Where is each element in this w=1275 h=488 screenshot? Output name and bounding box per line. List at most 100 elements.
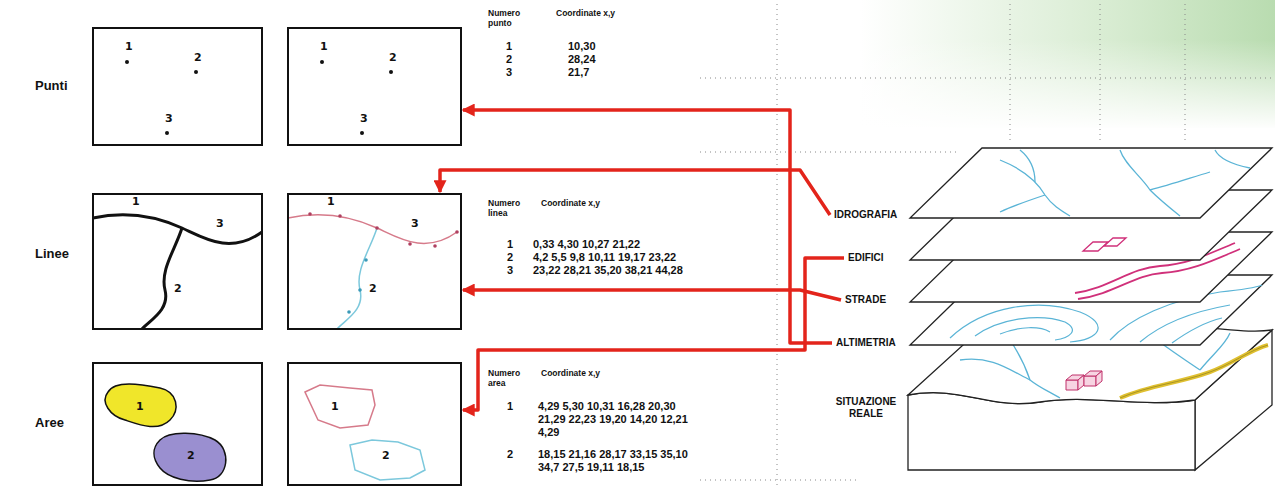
feature-number: 3: [411, 217, 419, 230]
table-header: Coordinate x,y: [556, 8, 615, 18]
table-cell: 1: [506, 40, 512, 53]
real-terrain-block-part-part: [1096, 371, 1102, 386]
buildings-layer-part-part: [1104, 238, 1126, 246]
point-features-part: [360, 131, 364, 135]
layer-name: SITUAZIONE REALE: [830, 396, 902, 420]
table-cell: 21,7: [568, 66, 589, 79]
dotted-grid-part: [1100, 4, 1101, 140]
map-frame: 1 3 2: [287, 193, 462, 330]
area-features-part: [350, 440, 425, 480]
table-cell: 2: [507, 251, 513, 264]
dotted-grid-part: [700, 78, 1275, 79]
line-vertices-part: [308, 212, 312, 216]
table-cell: 10,30: [568, 40, 596, 53]
layer-label: EDIFICI: [847, 251, 885, 265]
dotted-grid-part: [1185, 4, 1186, 140]
altimetry-layer-part-part: [1172, 318, 1222, 343]
table-header: Coordinate x,y: [541, 368, 600, 378]
table-header: Numero linea: [488, 198, 528, 218]
feature-number: 1: [125, 40, 133, 53]
real-terrain-block-part: [908, 393, 1195, 470]
feature-number: 2: [187, 449, 195, 462]
row-title: Aree: [35, 415, 64, 430]
feature-number: 2: [194, 51, 202, 64]
line-vertices-part: [364, 258, 368, 262]
layer-label: SITUAZIONE REALE: [829, 395, 903, 421]
real-terrain-block-part: [1066, 371, 1102, 390]
feature-number: 1: [320, 40, 328, 53]
point-features-part: [125, 60, 129, 64]
point-features-part: [389, 70, 393, 74]
line-features-part: [142, 228, 182, 329]
hydrography-layer: [910, 148, 1272, 218]
line-features: [93, 215, 457, 329]
table-header: Coordinate x,y: [541, 198, 600, 208]
layer-arrow: [463, 258, 844, 410]
row-title: Punti: [35, 78, 68, 93]
map-frame: 12: [287, 362, 462, 486]
hydrography-layer-part-part: [1215, 150, 1250, 168]
feature-number: 1: [331, 400, 339, 413]
dotted-grid-part: [777, 4, 778, 486]
real-terrain-block-part-part: [1078, 375, 1084, 390]
table-cell: 0,33 4,30 10,27 21,22: [533, 238, 640, 251]
hydrography-layer-part-part: [1150, 172, 1210, 190]
map-frame: 1 2 3: [287, 27, 462, 146]
feature-number: 3: [360, 112, 368, 125]
dotted-grid-part: [700, 480, 860, 481]
green-band-part: [860, 40, 1275, 130]
feature-number: 1: [132, 195, 140, 208]
layer-label: STRADE: [844, 293, 887, 307]
layer-arrow: [463, 110, 832, 343]
table-cell: 28,24: [568, 53, 596, 66]
table-cell: 3: [507, 264, 513, 277]
altimetry-layer-part-part: [950, 305, 1098, 342]
altimetry-layer-part-part: [1000, 328, 1050, 334]
line-vertices-part: [347, 310, 351, 314]
feature-number: 2: [174, 282, 182, 295]
layer-name: STRADE: [845, 294, 886, 306]
feature-number: 2: [369, 282, 377, 295]
hydrography-layer-part-part: [1120, 150, 1180, 216]
point-features-part: [165, 131, 169, 135]
table-cell: 2: [506, 53, 512, 66]
layer-label: IDROGRAFIA: [833, 208, 898, 222]
feature-number: 1: [327, 195, 335, 208]
hydrography-layer-part-part: [1020, 150, 1035, 182]
real-terrain-block-part-part: [1066, 380, 1078, 390]
feature-number: 3: [216, 217, 224, 230]
feature-number: 2: [382, 449, 390, 462]
layer-arrow: [463, 290, 841, 300]
hydrography-layer-part-part: [1000, 160, 1070, 216]
table-cell: 18,15 21,16 28,17 33,15 35,10 34,7 27,5 …: [538, 448, 698, 474]
table-header: Numero area: [488, 368, 528, 388]
table-cell: 4,2 5,5 9,8 10,11 19,17 23,22: [533, 251, 676, 264]
line-features-part: [337, 228, 377, 329]
map-frame: 1 3 2: [92, 193, 263, 330]
area-features-part: [105, 384, 176, 427]
table-cell: 4,29 5,30 10,31 16,28 20,30 21,29 22,23 …: [538, 400, 698, 439]
row-title: Linee: [35, 246, 69, 261]
line-vertices-part: [338, 214, 342, 218]
map-frame: 12: [92, 362, 263, 486]
line-vertices-part: [408, 242, 412, 246]
table-cell: 1: [507, 238, 513, 251]
table-cell: 3: [506, 66, 512, 79]
map-frame: 1 2 3: [92, 27, 263, 146]
buildings-layer-part: [1083, 238, 1126, 251]
line-vertices: [308, 212, 459, 314]
green-band: [860, 0, 1275, 130]
feature-number: 3: [165, 112, 173, 125]
hydrography-layer-part-part: [1000, 195, 1045, 212]
feature-number: 1: [136, 400, 144, 413]
line-vertices-part: [455, 230, 459, 234]
line-vertices-part: [358, 288, 362, 292]
table-cell: 2: [507, 448, 513, 461]
table-cell: 1: [507, 400, 513, 413]
point-features-part: [320, 60, 324, 64]
hydrography-layer-part: [910, 148, 1272, 218]
feature-number: 2: [389, 51, 397, 64]
altimetry-layer-part-part: [975, 318, 1072, 340]
real-terrain-block-part-part: [1084, 376, 1096, 386]
area-features: [105, 384, 425, 481]
